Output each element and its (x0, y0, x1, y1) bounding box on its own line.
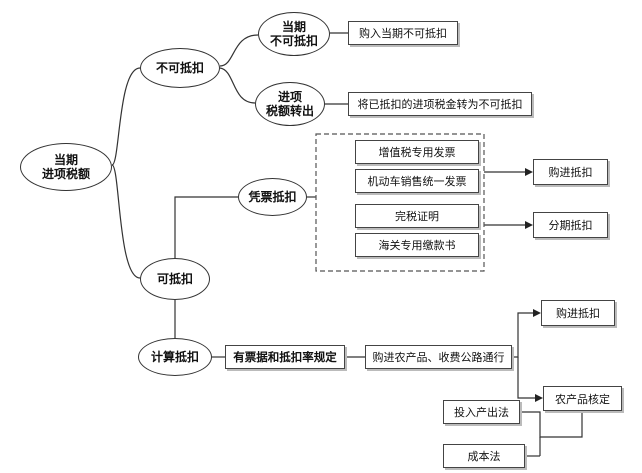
invoice-motor-vehicle: 机动车销售统一发票 (355, 169, 479, 193)
node-not-deductible: 不可抵扣 (140, 48, 220, 88)
outcome-installment-deduction: 分期抵扣 (533, 212, 608, 238)
calc-rule: 有票据和抵扣率规定 (225, 345, 345, 369)
calc-scenario: 购进农产品、收费公路通行 (365, 345, 512, 369)
invoice-tax-certificate: 完税证明 (355, 204, 479, 228)
method-input-output: 投入产出法 (443, 400, 520, 424)
invoice-vat-special: 增值税专用发票 (355, 140, 479, 164)
node-voucher-deduction: 凭票抵扣 (238, 178, 307, 216)
node-calculated-deduction: 计算抵扣 (138, 338, 212, 376)
outcome-purchase-deduction: 购进抵扣 (533, 159, 608, 185)
invoice-group-frame (315, 133, 485, 272)
node-deductible: 可抵扣 (140, 258, 210, 300)
root-node-current-input-tax: 当期 进项税额 (20, 143, 112, 191)
invoice-customs-payment: 海关专用缴款书 (355, 233, 479, 257)
calc-outcome-purchase-deduction: 购进抵扣 (541, 300, 615, 326)
node-current-not-deductible: 当期 不可抵扣 (258, 12, 330, 56)
desc-current-not-deductible: 购入当期不可抵扣 (348, 21, 458, 45)
node-input-tax-transfer-out: 进项 税额转出 (255, 82, 325, 126)
calc-outcome-agri-verification: 农产品核定 (543, 386, 622, 411)
desc-transfer-out: 将已抵扣的进项税金转为不可抵扣 (348, 92, 532, 116)
method-cost: 成本法 (443, 444, 525, 468)
